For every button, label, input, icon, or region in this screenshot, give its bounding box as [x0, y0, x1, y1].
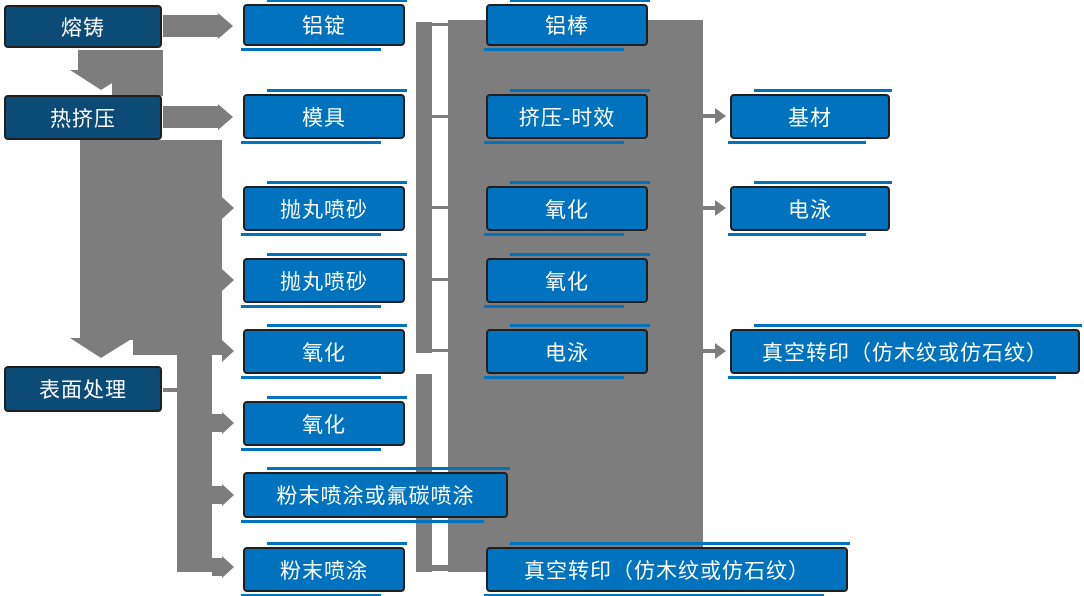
- node-label: 挤压-时效: [518, 105, 616, 130]
- node-melting-casting: 熔铸: [4, 5, 162, 48]
- node-powder-or-fluorocarbon-coating: 粉末喷涂或氟碳喷涂: [241, 467, 510, 523]
- arrow-right-icon: [218, 104, 233, 130]
- connector-main-trunk-left: [80, 140, 222, 340]
- arrow-down-icon: [70, 70, 133, 90]
- connector-tick-row2: [432, 115, 448, 118]
- arrow-down-icon: [70, 338, 133, 358]
- connector-to-vacuum-transfer: [703, 349, 715, 353]
- node-oxidation-1: 氧化: [241, 324, 407, 379]
- node-label: 热挤压: [50, 106, 116, 131]
- arrow-right-icon: [222, 412, 234, 434]
- node-label: 真空转印（仿木纹或仿石纹）: [762, 340, 1048, 365]
- connector-surface-stub: [163, 388, 177, 392]
- node-shot-blasting-1: 抛丸喷砂: [241, 181, 407, 236]
- node-label: 电泳: [788, 197, 832, 222]
- connector-hot-to-mold: [163, 106, 218, 128]
- node-vacuum-transfer-2: 真空转印（仿木纹或仿石纹）: [728, 324, 1082, 379]
- node-label: 氧化: [545, 197, 589, 222]
- connector-tick-bottom: [432, 565, 448, 571]
- node-label: 表面处理: [39, 378, 127, 402]
- arrow-right-icon: [715, 343, 726, 359]
- arrow-right-icon: [222, 269, 234, 291]
- node-surface-treatment: 表面处理: [4, 366, 162, 412]
- node-shot-blasting-2: 抛丸喷砂: [241, 253, 407, 308]
- node-label: 铝棒: [545, 14, 589, 38]
- node-label: 熔铸: [61, 15, 105, 40]
- connector-branch-stub: [212, 414, 222, 432]
- node-label: 铝锭: [302, 14, 346, 38]
- connector-branch-stub: [212, 558, 222, 576]
- arrow-right-icon: [222, 556, 234, 578]
- node-oxidation-3: 氧化: [484, 181, 650, 236]
- connector-mid-trunk-upper: [416, 22, 432, 353]
- node-label: 电泳: [545, 340, 589, 365]
- connector-to-base-material: [703, 114, 715, 118]
- connector-to-electrophoresis: [703, 206, 715, 210]
- node-label: 抛丸喷砂: [280, 197, 368, 222]
- node-label: 氧化: [545, 269, 589, 294]
- node-label: 真空转印（仿木纹或仿石纹）: [524, 558, 810, 583]
- node-base-material: 基材: [728, 89, 892, 144]
- node-oxidation-2: 氧化: [241, 396, 407, 451]
- node-label: 基材: [788, 105, 832, 130]
- arrow-right-icon: [715, 200, 726, 216]
- node-vacuum-transfer-1: 真空转印（仿木纹或仿石纹）: [484, 542, 850, 596]
- connector-tick-row1: [432, 23, 448, 26]
- node-aluminum-rod: 铝棒: [484, 0, 650, 51]
- arrow-right-icon: [222, 197, 234, 219]
- connector-tick-row5: [432, 349, 448, 352]
- node-label: 粉末喷涂或氟碳喷涂: [276, 484, 475, 508]
- node-aluminum-ingot: 铝锭: [241, 0, 407, 51]
- node-powder-coating: 粉末喷涂: [241, 542, 407, 596]
- node-label: 氧化: [302, 412, 346, 437]
- arrow-right-icon: [218, 13, 233, 39]
- connector-branch-stub: [212, 486, 222, 504]
- node-hot-extrusion: 热挤压: [4, 95, 162, 140]
- node-label: 粉末喷涂: [280, 558, 368, 583]
- arrow-right-icon: [222, 340, 234, 362]
- connector-tick-row4: [432, 278, 448, 281]
- node-label: 抛丸喷砂: [280, 269, 368, 294]
- node-electrophoresis-2: 电泳: [728, 181, 892, 236]
- node-label: 氧化: [302, 340, 346, 365]
- node-extrusion-aging: 挤压-时效: [484, 89, 650, 144]
- arrow-right-icon: [222, 484, 234, 506]
- connector-main-trunk-left-lower: [133, 338, 222, 355]
- arrow-right-icon: [715, 108, 726, 124]
- node-mold: 模具: [241, 89, 407, 144]
- node-label: 模具: [302, 105, 346, 130]
- node-electrophoresis-1: 电泳: [484, 324, 650, 379]
- node-oxidation-4: 氧化: [484, 253, 650, 308]
- connector-melt-to-ingot: [163, 15, 218, 37]
- connector-surface-branch-trunk: [177, 355, 212, 572]
- connector-tick-row3: [432, 206, 448, 209]
